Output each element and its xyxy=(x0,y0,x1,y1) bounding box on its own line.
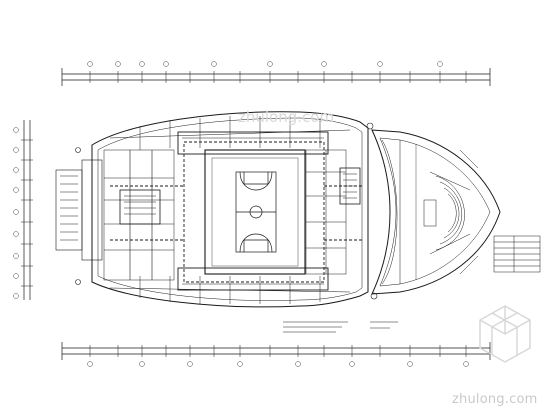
legend-table xyxy=(493,235,541,273)
zhulong-cube-logo-icon xyxy=(479,305,531,363)
watermark-url: zhulong.com xyxy=(452,392,538,407)
notes-block xyxy=(283,321,398,333)
east-rooms xyxy=(305,149,361,275)
basketball-court xyxy=(235,171,277,253)
perimeter-rooms xyxy=(109,116,351,304)
arena-hall xyxy=(204,149,306,275)
east-wing-outline xyxy=(371,129,501,295)
left-dimension-line xyxy=(13,120,33,300)
watermark-center-text: zhulong.com xyxy=(238,108,335,126)
left-wing xyxy=(55,149,175,281)
service-loop xyxy=(110,141,362,283)
top-dimension-line xyxy=(61,61,491,86)
auditorium-seating xyxy=(423,149,479,275)
section-markers xyxy=(75,122,378,300)
bottom-dimension-line xyxy=(61,342,491,367)
